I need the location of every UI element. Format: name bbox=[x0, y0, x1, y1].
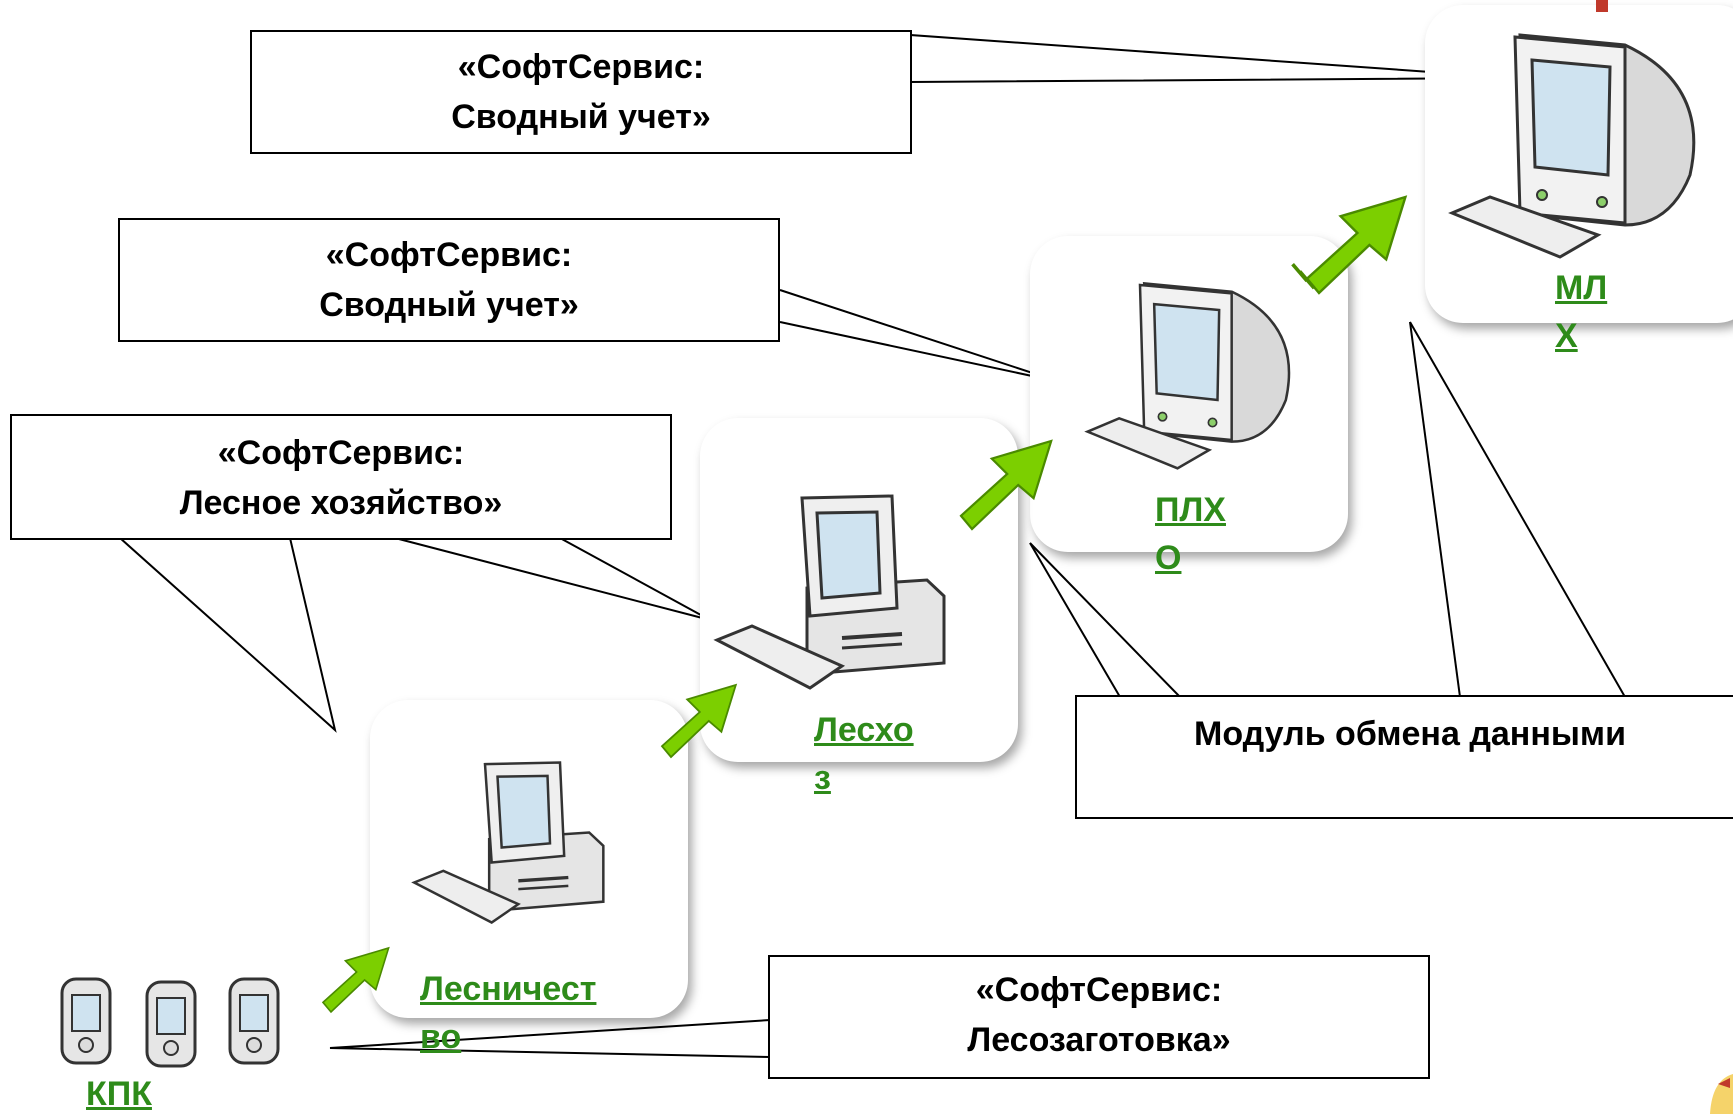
callout-modul: Модуль обмена данными bbox=[1075, 695, 1733, 819]
flow-arrow-lesnichestvo-to-leshoz bbox=[660, 683, 738, 759]
callout-line: Сводный учет» bbox=[319, 286, 579, 324]
corner-logo-fragment bbox=[1710, 1074, 1733, 1114]
node-label-line: Лесничест bbox=[420, 970, 597, 1008]
crt-monitor-icon bbox=[1084, 281, 1291, 470]
node-label-leshoz[interactable]: Лесхо з bbox=[814, 706, 914, 802]
node-label-line: КПК bbox=[86, 1075, 152, 1113]
callout-line: Лесное хозяйство» bbox=[179, 484, 503, 522]
top-edge-mark bbox=[1596, 0, 1608, 12]
flow-arrow-kpk-to-lesnichestvo bbox=[321, 946, 390, 1014]
node-label-line: ПЛХ bbox=[1155, 491, 1226, 529]
callout-lesozagotovka: «СофтСервис: Лесозаготовка» bbox=[768, 955, 1430, 1079]
node-label-line: во bbox=[420, 1018, 462, 1056]
node-label-line: МЛ bbox=[1555, 269, 1608, 307]
callout-line: Сводный учет» bbox=[451, 98, 711, 136]
pda-icon bbox=[228, 977, 280, 1065]
node-label-line: Х bbox=[1555, 317, 1578, 355]
pda-icon bbox=[145, 980, 197, 1068]
flow-arrow-plho-to-mlh bbox=[1291, 195, 1408, 295]
node-label-line: Лесхо bbox=[814, 711, 914, 749]
node-label-plho[interactable]: ПЛХ О bbox=[1155, 486, 1226, 582]
node-label-line: з bbox=[814, 759, 831, 797]
pda-icon bbox=[60, 977, 112, 1065]
callout-line: Модуль обмена данными bbox=[1194, 715, 1626, 753]
callout-line: «СофтСервис: bbox=[217, 434, 465, 472]
node-label-line: О bbox=[1155, 539, 1182, 577]
callout-line: Лесозаготовка» bbox=[967, 1021, 1231, 1059]
desktop-pc-icon bbox=[713, 494, 946, 690]
callout-svodny-top: «СофтСервис: Сводный учет» bbox=[250, 30, 912, 154]
desktop-pc-icon bbox=[411, 761, 605, 924]
crt-monitor-icon bbox=[1448, 33, 1696, 259]
node-label-kpk[interactable]: КПК bbox=[86, 1074, 152, 1114]
callout-line: «СофтСервис: bbox=[975, 971, 1223, 1009]
callout-line: «СофтСервис: bbox=[325, 236, 573, 274]
node-label-lesnichestvo[interactable]: Лесничест во bbox=[420, 965, 596, 1061]
callout-line: «СофтСервис: bbox=[457, 48, 705, 86]
callout-lesnoe: «СофтСервис: Лесное хозяйство» bbox=[10, 414, 672, 540]
node-label-mlh[interactable]: МЛ Х bbox=[1555, 264, 1607, 360]
flow-arrow-leshoz-to-plho bbox=[959, 439, 1053, 531]
callout-svodny-mid: «СофтСервис: Сводный учет» bbox=[118, 218, 780, 342]
